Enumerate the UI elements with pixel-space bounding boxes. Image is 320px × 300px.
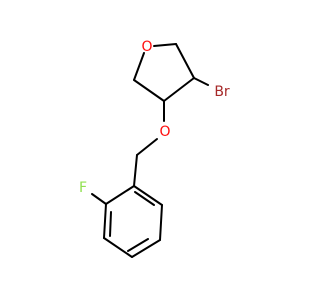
bond-ring-c3-ch2-left xyxy=(133,79,165,102)
bond-aryl-c6-c1 xyxy=(133,185,163,206)
bond-ring-ch2-right-c4 xyxy=(175,43,195,79)
atom-labels: O Br O F xyxy=(79,39,230,196)
bond-aryl-c4-c5 xyxy=(131,239,161,258)
bond-ring-ch2-left-o xyxy=(133,52,145,81)
structure-diagram: O Br O F xyxy=(79,39,230,258)
oxygen-ring-label: O xyxy=(141,39,152,55)
bond-aryl-c2-c3 xyxy=(103,203,107,239)
bond-aryl-c1-c2 xyxy=(105,185,135,205)
bond-aryl-double-left xyxy=(109,211,112,237)
bond-c4-br xyxy=(193,77,209,86)
bond-aryl-double-top xyxy=(134,191,155,206)
bonds xyxy=(91,43,209,258)
bond-aryl-c3-c4 xyxy=(103,237,133,258)
bond-ring-c4-c3 xyxy=(163,77,195,102)
bond-aryl-c5-c6 xyxy=(159,204,163,241)
bond-aryl-double-bottom xyxy=(127,238,149,252)
molecule-canvas: O Br O F xyxy=(79,39,230,258)
bond-o-ch2 xyxy=(136,138,158,156)
bond-ring-o-ch2-right xyxy=(153,43,177,47)
oxygen-ether-label: O xyxy=(159,124,170,140)
bromine-label: Br xyxy=(214,84,230,100)
fluorine-label: F xyxy=(79,180,87,196)
bond-ch2-aryl xyxy=(133,154,138,187)
bond-aryl-f xyxy=(91,193,107,205)
